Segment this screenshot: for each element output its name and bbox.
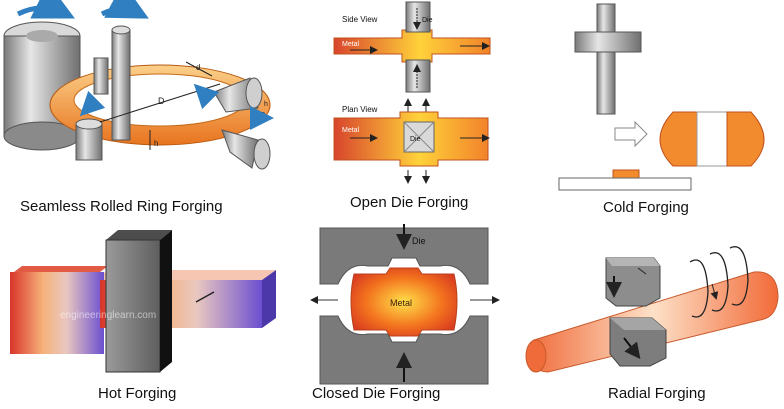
cold-forging-panel: Cold Forging	[555, 0, 784, 220]
upset-center	[696, 111, 728, 167]
caption-radial-forging: Radial Forging	[608, 385, 706, 402]
cold-billet	[612, 169, 640, 179]
label-die: Die	[412, 236, 426, 246]
hot-forging-diagram: engineeringlearn.com	[10, 230, 276, 373]
cold-forging-diagram	[558, 3, 765, 191]
punch-stem	[596, 3, 616, 33]
side-view-metal-bar	[333, 29, 491, 63]
hammer-die-block	[105, 239, 161, 373]
label-d-outer: D	[158, 96, 165, 106]
side-view-lower-die	[405, 59, 431, 93]
label-metal: Metal	[390, 298, 412, 308]
label-metal-side: Metal	[342, 41, 360, 48]
label-side-view: Side View	[342, 15, 378, 24]
label-plan-view: Plan View	[342, 105, 378, 114]
rotation-arrow-icon	[16, 0, 75, 19]
upset-left	[659, 111, 698, 167]
seamless-ring-diagram: D d h D h	[3, 0, 274, 170]
label-h-right: h	[264, 101, 268, 108]
punch-shaft	[596, 51, 616, 115]
closed-die-diagram: Metal Die	[310, 224, 500, 385]
hot-forging-panel: engineeringlearn.com Hot Forging	[0, 222, 290, 409]
punch-head	[574, 31, 642, 53]
lower-die	[319, 315, 489, 385]
axial-cone-roll-bottom	[221, 129, 259, 169]
upper-die	[319, 227, 489, 285]
caption-cold-forging: Cold Forging	[603, 199, 689, 216]
coil-turn-1	[689, 259, 709, 318]
open-die-diagram: Side View Metal Die Plan View Die Metal	[333, 1, 491, 184]
caption-open-die: Open Die Forging	[350, 194, 469, 211]
metal-workpiece	[350, 267, 458, 337]
upset-right	[726, 111, 765, 167]
caption-closed-die: Closed Die Forging	[312, 385, 441, 402]
closed-die-panel: Metal Die Closed Die Forging	[310, 222, 510, 409]
watermark: engineeringlearn.com	[60, 310, 156, 321]
radial-forging-diagram	[525, 246, 779, 373]
open-die-panel: Side View Metal Die Plan View Die Metal …	[320, 0, 510, 220]
label-die-plan: Die	[410, 136, 421, 143]
label-metal-plan: Metal	[342, 127, 360, 134]
anvil-plate	[558, 177, 692, 191]
mandrel-rotation-icon	[100, 0, 149, 19]
label-d-small: d	[196, 63, 200, 72]
mandrel	[111, 29, 131, 141]
hot-billet-thick	[10, 272, 104, 354]
caption-seamless-ring: Seamless Rolled Ring Forging	[20, 198, 223, 215]
seamless-ring-panel: D d h D h Seamless Rolled Ring Forging	[0, 0, 274, 215]
process-arrow-icon	[614, 120, 648, 148]
radial-forging-panel: Radial Forging	[520, 222, 784, 409]
label-h: h	[154, 139, 158, 148]
label-die-side: Die	[422, 17, 433, 24]
caption-hot-forging: Hot Forging	[98, 385, 177, 402]
